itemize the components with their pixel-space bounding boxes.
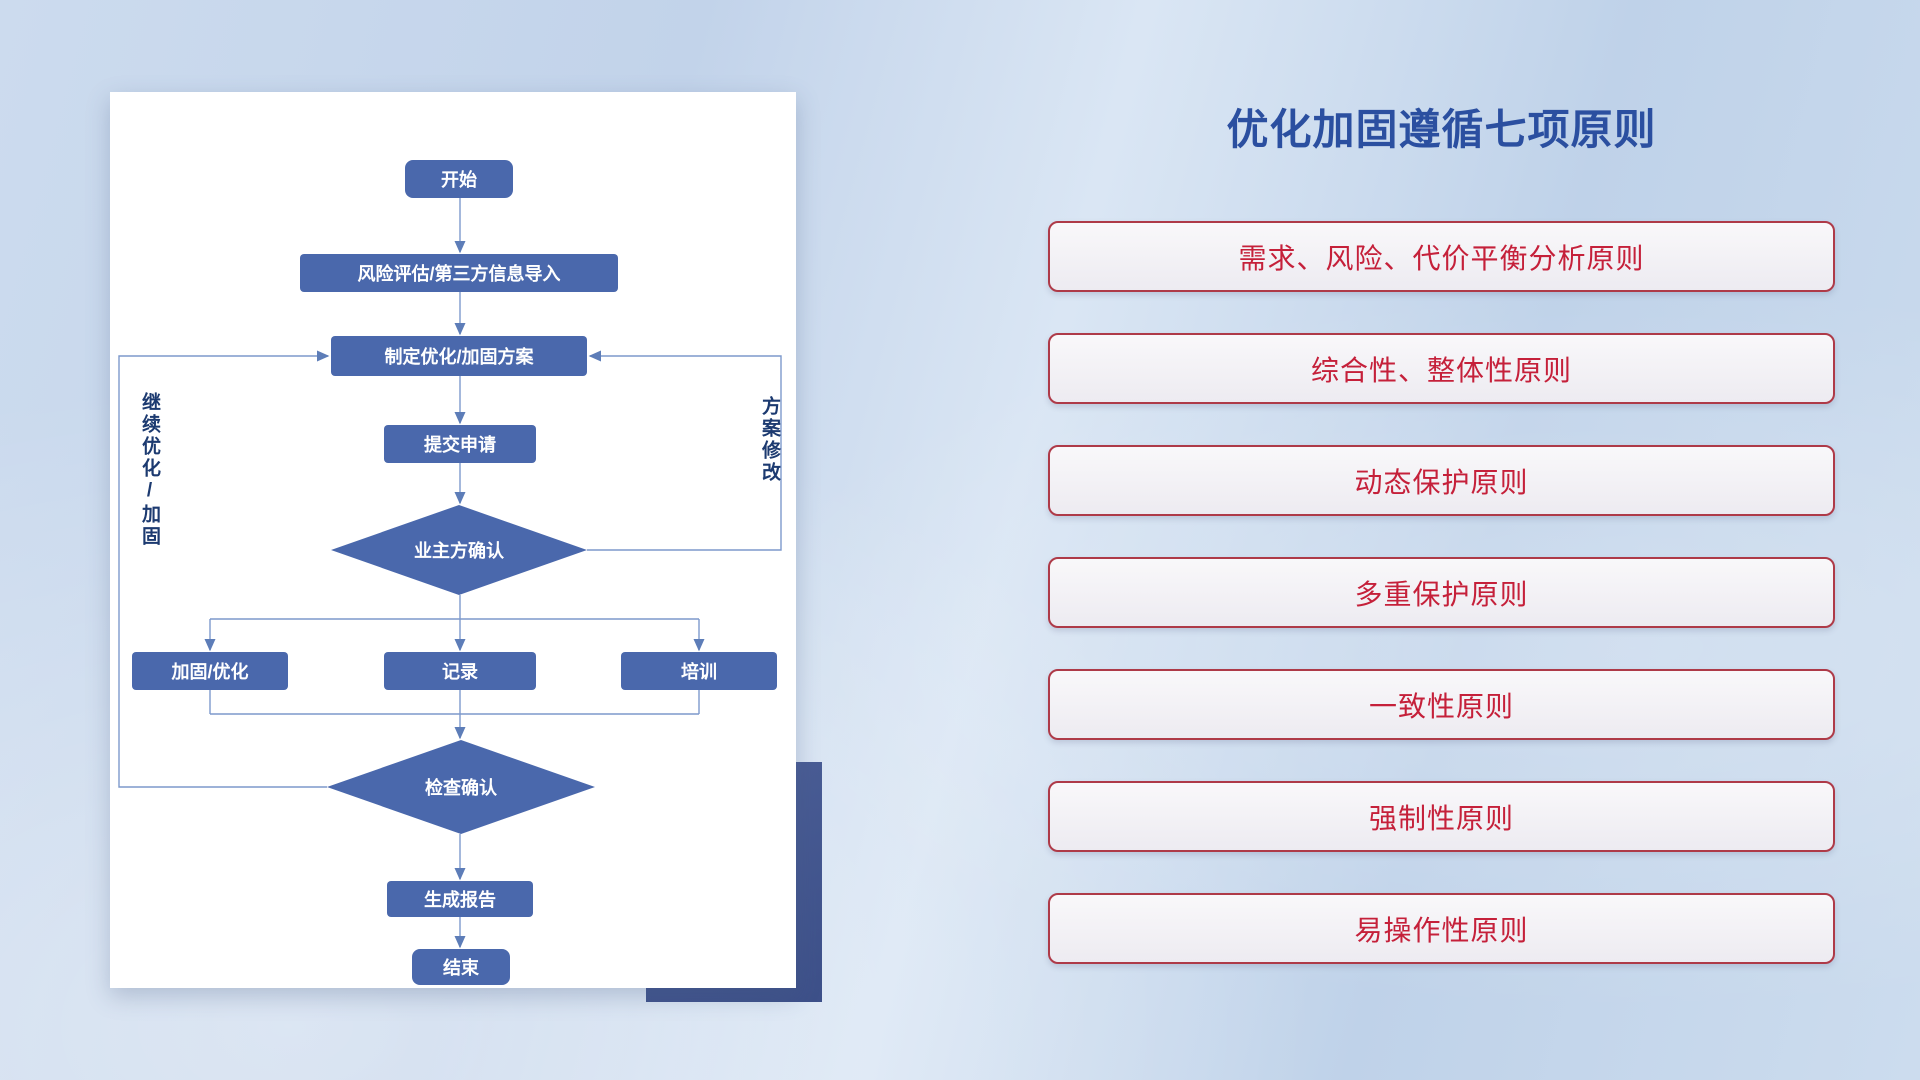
flow-node-end: 结束	[412, 949, 510, 985]
flow-node-reinforce-optimize: 加固/优化	[132, 652, 288, 690]
flow-node-risk-assessment: 风险评估/第三方信息导入	[300, 254, 618, 292]
flow-node-training: 培训	[621, 652, 777, 690]
principles-list: 需求、风险、代价平衡分析原则 综合性、整体性原则 动态保护原则 多重保护原则 一…	[1048, 221, 1835, 964]
flowchart-connectors	[118, 198, 782, 949]
loop-label-continue-optimize: 继续优化/加固	[139, 392, 160, 548]
flow-node-owner-confirm: 业主方确认	[331, 505, 587, 595]
principle-item-3: 动态保护原则	[1048, 445, 1835, 516]
principle-item-6: 强制性原则	[1048, 781, 1835, 852]
flow-node-start: 开始	[405, 160, 513, 198]
principle-item-5: 一致性原则	[1048, 669, 1835, 740]
flow-node-make-plan: 制定优化/加固方案	[331, 336, 587, 376]
flow-node-generate-report: 生成报告	[387, 881, 533, 917]
page-title: 优化加固遵循七项原则	[1226, 106, 1657, 153]
principle-item-7: 易操作性原则	[1048, 893, 1835, 964]
flowchart-card: 开始 风险评估/第三方信息导入 制定优化/加固方案 提交申请 业主方确认 加固/…	[110, 92, 796, 988]
principle-item-2: 综合性、整体性原则	[1048, 333, 1835, 404]
loop-label-plan-revision: 方案修改	[759, 396, 780, 484]
principles-panel: 优化加固遵循七项原则 需求、风险、代价平衡分析原则 综合性、整体性原则 动态保护…	[1048, 96, 1835, 964]
flow-node-check-confirm: 检查确认	[327, 740, 595, 834]
principle-item-1: 需求、风险、代价平衡分析原则	[1048, 221, 1835, 292]
flow-node-record: 记录	[384, 652, 536, 690]
flow-node-submit-application: 提交申请	[384, 425, 536, 463]
principle-item-4: 多重保护原则	[1048, 557, 1835, 628]
